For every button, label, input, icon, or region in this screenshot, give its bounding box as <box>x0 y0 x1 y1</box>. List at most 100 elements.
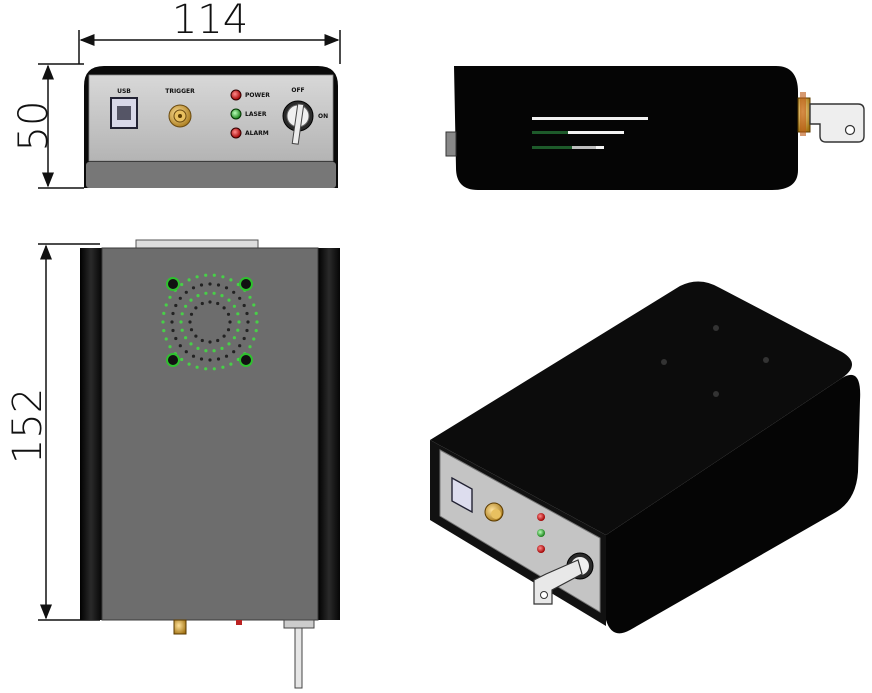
side-stripe-2 <box>568 131 624 134</box>
vent-hole <box>184 290 188 294</box>
vent-hole <box>204 273 208 277</box>
vent-hole <box>222 306 226 310</box>
vent-hole <box>174 303 178 308</box>
key-icon <box>291 103 305 145</box>
vent-hole <box>170 320 174 324</box>
on-label: ON <box>318 113 328 120</box>
vent-hole <box>208 282 212 286</box>
front-view: 114 50 USB TRIGGER POWER LASER ALARM OFF… <box>11 0 341 189</box>
vent-hole <box>238 344 242 348</box>
vent-hole <box>236 312 240 316</box>
vent-hole <box>168 295 172 299</box>
vent-hole <box>222 334 226 338</box>
vent-hole <box>204 367 208 371</box>
vent-hole <box>171 311 175 316</box>
vent-hole <box>189 328 194 332</box>
length-dimension: 152 <box>5 243 100 621</box>
vent-hole <box>196 294 200 298</box>
vent-hole <box>204 291 208 295</box>
vent-hole <box>200 301 204 306</box>
vent-hole <box>189 312 194 316</box>
vent-hole <box>178 296 182 300</box>
vent-hole <box>248 345 252 349</box>
usb-port-inner <box>117 106 131 120</box>
vent-hole <box>238 296 242 300</box>
vent-hole <box>194 306 198 310</box>
vent-hole <box>220 346 224 350</box>
iso-top-face <box>430 281 852 535</box>
vent-hole <box>242 336 246 341</box>
trigger-label: TRIGGER <box>165 88 195 95</box>
vent-hole <box>254 329 258 333</box>
vent-hole <box>216 338 220 343</box>
vent-hole <box>252 337 256 341</box>
vent-hole <box>179 320 183 324</box>
vent-hole <box>161 320 165 324</box>
laser-led-icon <box>230 108 242 120</box>
laser-label: LASER <box>245 111 267 118</box>
power-label: POWER <box>245 92 270 99</box>
vent-hole <box>212 273 216 277</box>
usb-label: USB <box>117 88 131 95</box>
vent-hole <box>227 342 231 346</box>
vent-hole <box>224 354 229 358</box>
off-label: OFF <box>291 87 304 94</box>
side-stripe-3 <box>596 146 604 149</box>
vent-hole <box>237 320 241 324</box>
vent-hole <box>232 290 236 294</box>
vent-hole <box>168 345 172 349</box>
side-view <box>445 66 865 190</box>
vent-hole <box>194 334 198 338</box>
iso-side-face <box>606 374 861 634</box>
rear-connector <box>445 131 457 157</box>
vent-hole <box>180 312 184 316</box>
vent-hole <box>229 278 233 282</box>
length-value: 152 <box>5 388 51 464</box>
screw-icon <box>239 353 253 367</box>
vent-hole <box>224 286 229 290</box>
screw-icon <box>166 277 180 291</box>
vent-hole <box>195 275 199 279</box>
vent-hole <box>220 294 224 298</box>
top-view: 152 <box>5 239 340 689</box>
vent-hole <box>164 337 168 341</box>
alarm-led-icon <box>230 127 242 139</box>
vent-hole <box>171 328 175 333</box>
vent-hole <box>248 295 252 299</box>
iso-laser-led-icon <box>537 529 545 537</box>
vent-hole <box>184 336 188 340</box>
vent-hole <box>189 298 193 302</box>
isometric-view <box>430 281 861 634</box>
power-led-icon <box>230 89 242 101</box>
side-key-icon <box>809 103 865 143</box>
vent-hole <box>196 346 200 350</box>
vent-hole <box>204 349 208 353</box>
front-base <box>86 162 336 188</box>
vent-hole <box>221 275 225 279</box>
vent-hole <box>232 304 236 308</box>
top-cover <box>101 247 319 621</box>
vent-hole <box>180 282 184 287</box>
vent-hole <box>252 303 256 307</box>
vent-hole <box>212 291 216 295</box>
screw-icon <box>166 353 180 367</box>
iso-power-led-icon <box>537 513 545 521</box>
vent-hole <box>212 349 216 353</box>
vent-hole <box>232 336 236 340</box>
vent-hole <box>229 362 233 366</box>
vent-hole <box>246 320 250 324</box>
vent-hole <box>180 357 184 362</box>
vent-hole <box>208 300 212 304</box>
vent-hole <box>227 298 231 302</box>
vent-hole <box>226 312 231 316</box>
iso-alarm-led-icon <box>537 545 545 553</box>
vent-hole <box>200 338 204 343</box>
iso-usb-port <box>451 476 473 514</box>
vent-hole <box>216 283 221 287</box>
top-left-rail <box>80 248 102 620</box>
vent-hole <box>242 303 246 308</box>
side-housing <box>454 66 798 190</box>
trigger-protrusion <box>173 619 187 635</box>
height-value: 50 <box>11 101 57 152</box>
